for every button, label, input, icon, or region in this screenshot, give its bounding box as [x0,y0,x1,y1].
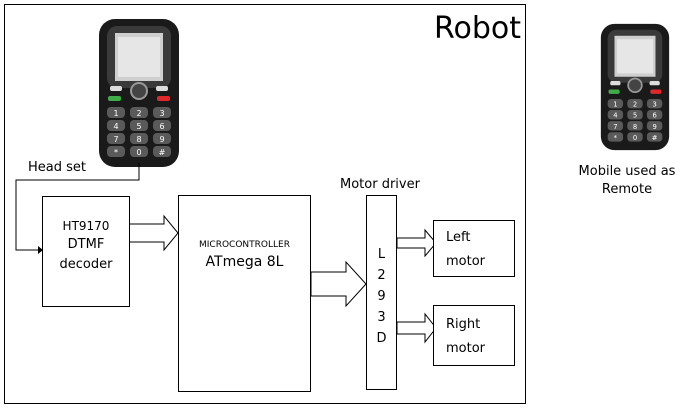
robot-phone-icon: 1 2 3 4 5 6 7 8 9 * 0 # [99,19,179,167]
atmega-label: ATmega 8L [205,254,284,270]
driver-to-right-motor-arrow [396,312,437,344]
keypad-key [607,110,624,120]
keypad-key-label: # [652,134,658,142]
remote-caption-line1: Mobile used as [578,164,676,179]
driver-char: D [376,331,387,346]
keypad-key-label: 8 [136,135,141,144]
decoder-label: decoder [59,257,113,272]
robot-title: Robot [434,11,522,46]
dtmf-decoder-block: HT9170 DTMF decoder [42,196,130,307]
keypad-key [153,133,171,144]
remote-caption-line2: Remote [601,182,653,197]
keypad-key-label: 1 [113,109,118,118]
dtmf-chip-label: HT9170 [62,219,110,233]
left-motor-label-line2: motor [446,254,486,269]
keypad-key [607,121,624,131]
driver-char: 9 [377,289,386,304]
keypad-key-label: 0 [136,148,141,157]
keypad-key-label: 0 [633,134,637,142]
keypad-key [646,132,663,142]
keypad-key [130,133,148,144]
keypad-key-label: 5 [633,112,637,120]
keypad-key [130,107,148,118]
keypad-key-label: 9 [159,135,164,144]
keypad-key-label: 4 [113,122,118,131]
microcontroller-block: MICROCONTROLLER ATmega 8L [178,195,311,392]
driver-char: L [377,247,386,262]
keypad-key-label: 2 [136,109,141,118]
keypad-key-label: 6 [652,112,656,120]
keypad-key [627,98,643,109]
keypad-key [607,98,624,109]
headset-wire [15,163,140,251]
keypad-key [646,110,663,120]
keypad-key-label: 4 [613,112,617,120]
robot-frame [4,4,526,404]
keypad-key [627,110,643,120]
head-set-label: Head set [28,160,86,175]
keypad-key-label: # [159,148,166,157]
left-motor-label-line1: Left [446,230,471,245]
keypad-key [153,120,171,131]
dtmf-to-mcu-arrow [128,214,179,252]
keypad-key-label: 9 [652,123,656,131]
keypad-key [107,107,125,118]
right-motor-label-line2: motor [446,341,486,356]
keypad-key [646,98,663,109]
keypad-key [130,120,148,131]
keypad-key-label: 1 [613,101,617,109]
keypad-key-label: * [614,134,618,142]
keypad-key [646,121,663,131]
dtmf-label: DTMF [67,237,105,252]
keypad-key [107,120,125,131]
driver-char: 3 [377,310,386,325]
keypad-key-label: 6 [159,122,164,131]
driver-char: 2 [377,268,386,283]
keypad-key [107,133,125,144]
mcu-to-driver-arrow [310,260,367,308]
keypad-key [627,121,643,131]
keypad-key-label: 3 [159,109,164,118]
keypad-key-label: 2 [633,101,637,109]
right-motor-block: Right motor [433,305,515,366]
motor-driver-label: Motor driver [340,177,420,192]
microcontroller-label: MICROCONTROLLER [199,240,290,250]
keypad-key-label: 8 [633,123,637,131]
keypad-key [153,107,171,118]
right-motor-label-line1: Right [446,317,481,332]
keypad-key-label: 7 [113,135,118,144]
driver-to-left-motor-arrow [396,228,437,258]
keypad-key [607,132,624,142]
left-motor-block: Left motor [433,220,515,277]
keypad-key-label: 3 [652,101,656,109]
keypad-key-label: * [114,148,118,157]
remote-phone-icon: 1 2 3 4 5 6 7 8 9 * 0 # [600,23,670,151]
keypad-key [153,146,171,157]
keypad-key [130,146,148,157]
keypad-key-label: 7 [613,123,617,131]
keypad-key-label: 5 [136,122,141,131]
keypad-key [107,146,125,157]
keypad-key [627,132,643,142]
